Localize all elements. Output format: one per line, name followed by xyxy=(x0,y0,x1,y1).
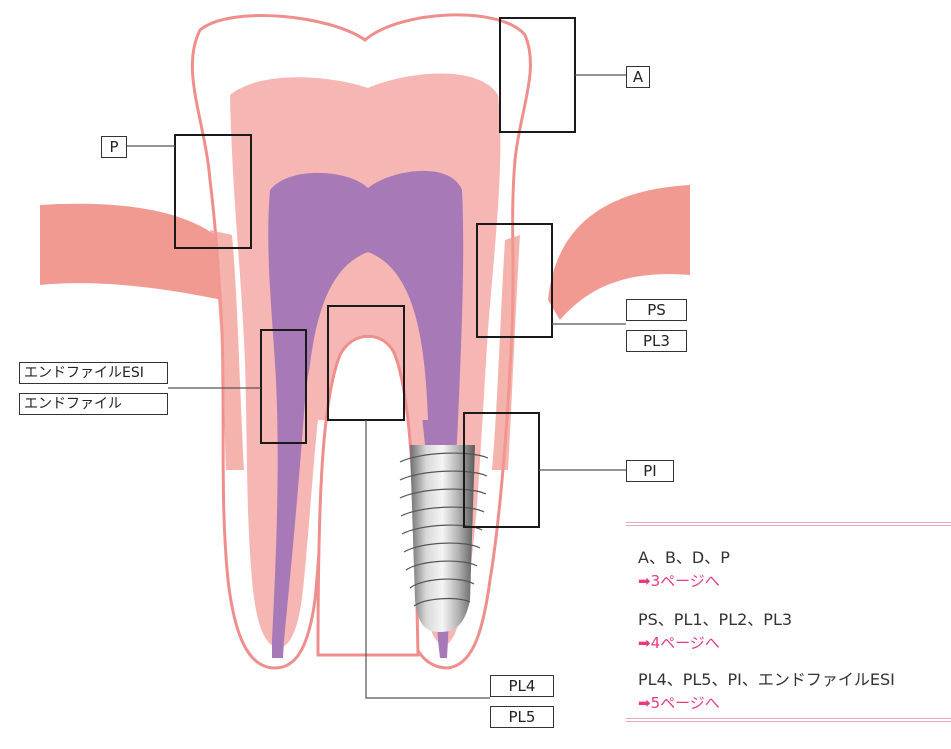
legend-codes-1: A、B、D、P xyxy=(638,544,730,568)
label-ps: PS xyxy=(626,299,687,321)
label-pi: PI xyxy=(626,460,674,482)
label-endo: エンドファイル xyxy=(19,393,168,415)
page-reference-legend: A、B、D、P ➡3ページへ PS、PL1、PL2、PL3 ➡4ページへ PL4… xyxy=(626,522,951,722)
legend-codes-2: PS、PL1、PL2、PL3 xyxy=(638,606,792,630)
legend-bottom-rule xyxy=(626,718,951,719)
legend-codes-3: PL4、PL5、PI、エンドファイルESI xyxy=(638,666,895,690)
label-p: P xyxy=(101,136,127,158)
label-endo-esi: エンドファイルESI xyxy=(19,362,168,384)
legend-page-link-1[interactable]: ➡3ページへ xyxy=(638,570,720,591)
label-pl3: PL3 xyxy=(626,330,687,352)
label-a: A xyxy=(626,66,650,88)
label-pl4: PL4 xyxy=(490,675,554,697)
label-pl5: PL5 xyxy=(490,706,554,728)
legend-top-rule xyxy=(626,522,951,523)
legend-page-link-3[interactable]: ➡5ページへ xyxy=(638,692,720,713)
legend-page-link-2[interactable]: ➡4ページへ xyxy=(638,632,720,653)
